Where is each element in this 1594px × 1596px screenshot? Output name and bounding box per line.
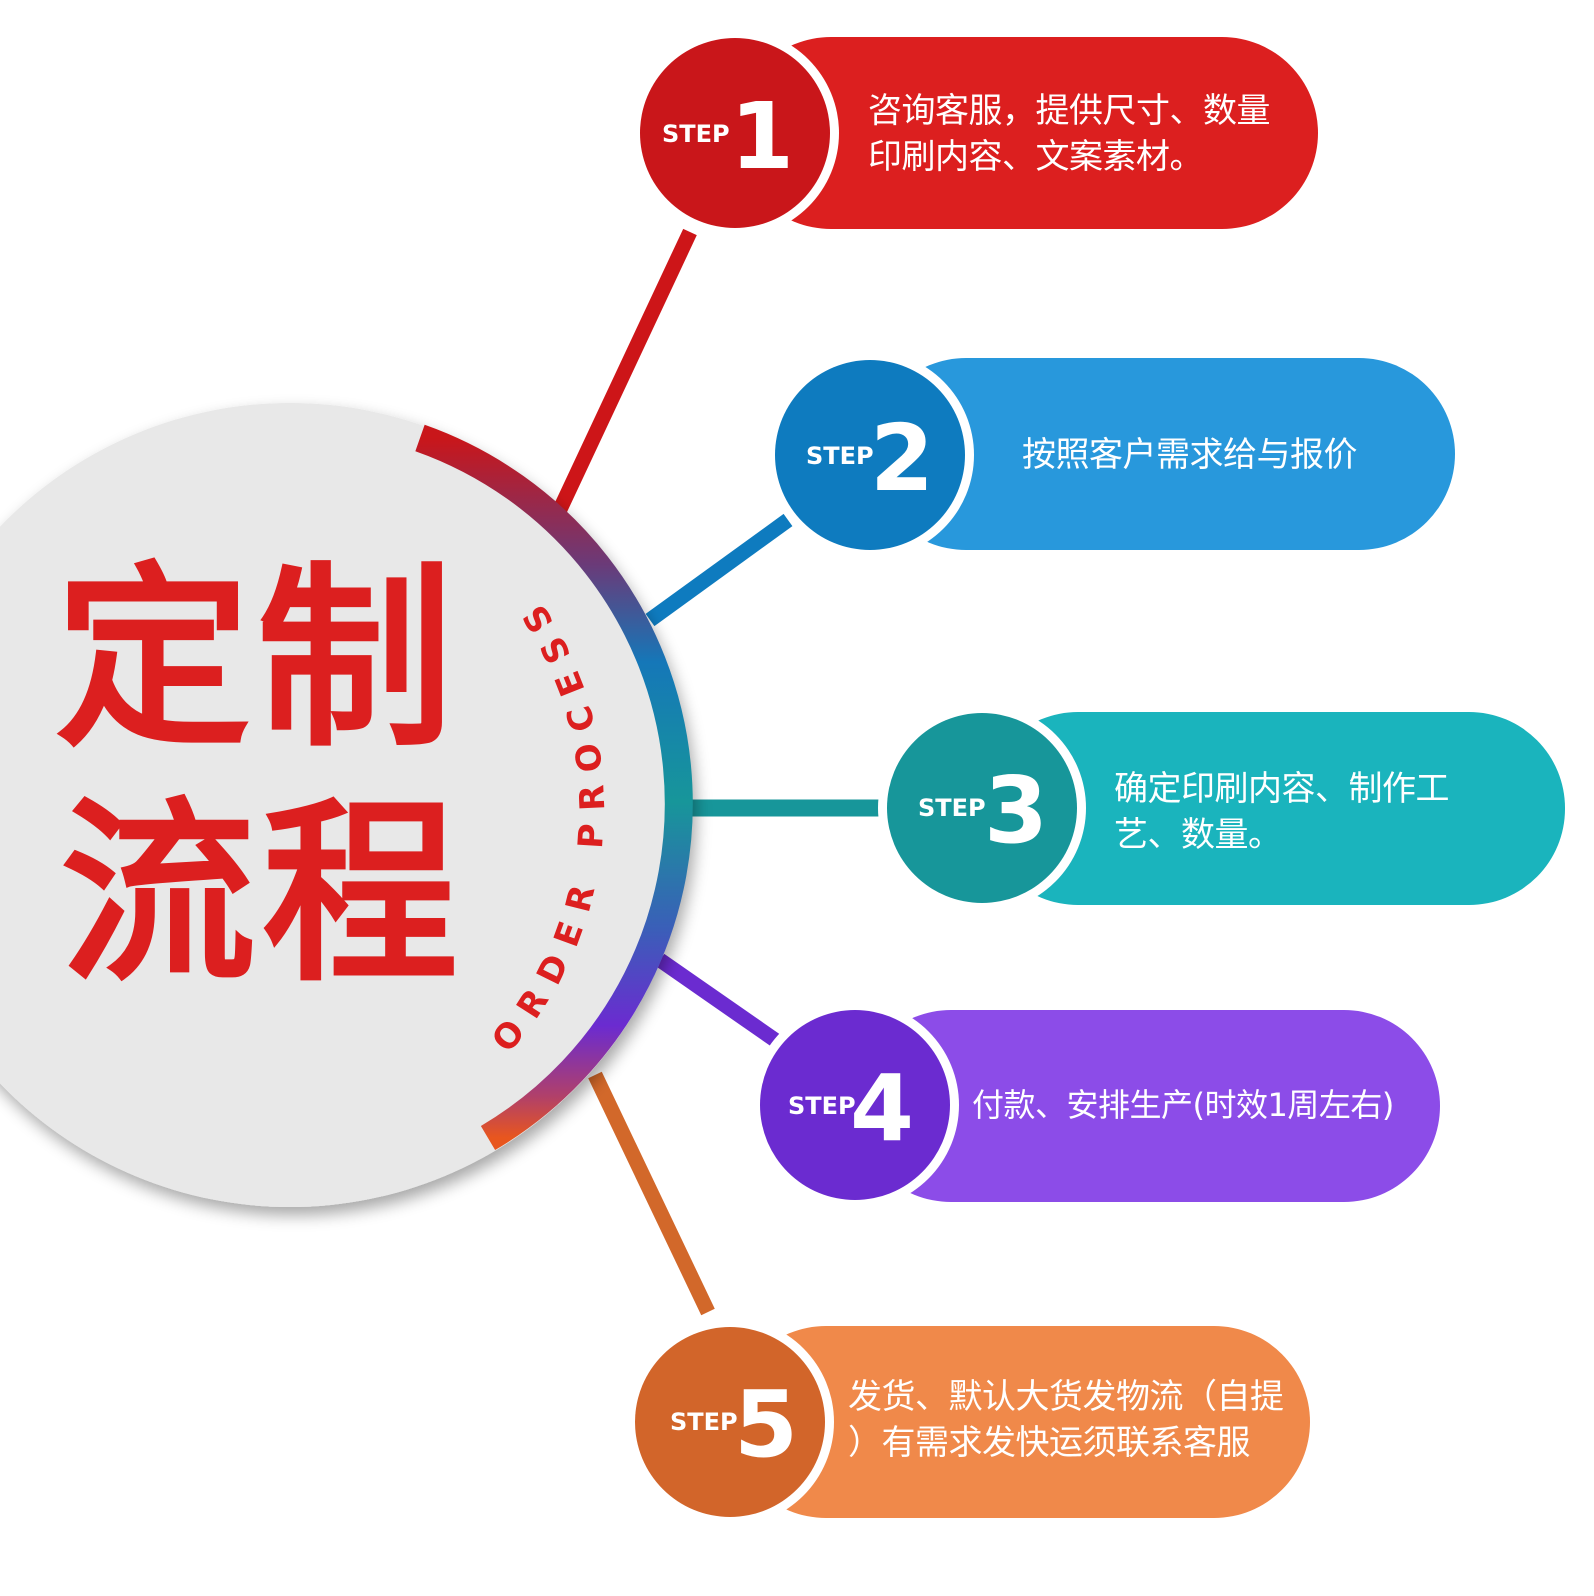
connector-step-5 — [588, 1071, 715, 1316]
step-4-badge — [760, 1010, 950, 1200]
step-1-desc-line-2: 印刷内容、文案素材。 — [868, 137, 1204, 177]
step-5-badge — [635, 1327, 825, 1517]
step-3-badge — [887, 713, 1077, 903]
step-2-number: 2 — [870, 405, 934, 512]
step-2-pill — [870, 358, 1455, 550]
step-1-number: 1 — [730, 83, 794, 190]
connector-step-2 — [645, 513, 793, 627]
step-1-badge — [640, 38, 830, 228]
connector-step-4 — [655, 953, 780, 1047]
hub-gradient-ring — [415, 424, 693, 1151]
step-5-desc-line-1: 发货、默认大货发物流（自提 — [848, 1377, 1284, 1417]
step-2 — [766, 351, 1455, 559]
step-5-desc-line-2: ）有需求发快运须联系客服 — [848, 1423, 1251, 1463]
step-3-label: STEP — [918, 794, 986, 822]
step-4-number: 4 — [850, 1055, 914, 1162]
step-2-label: STEP — [806, 442, 874, 470]
step-4-pill — [855, 1010, 1440, 1202]
step-1-label: STEP — [662, 120, 730, 148]
step-4-label: STEP — [788, 1092, 856, 1120]
step-1-desc-line-1: 咨询客服，提供尺寸、数量 — [868, 91, 1271, 131]
step-3-pill — [982, 712, 1565, 905]
page-title-line-2: 流程 — [60, 781, 465, 1009]
step-4 — [751, 1001, 1440, 1209]
step-1 — [631, 29, 1318, 237]
step-2-badge — [775, 360, 965, 550]
step-3-desc-line-2: 艺、数量。 — [1114, 815, 1282, 855]
step-3-desc-line-1: 确定印刷内容、制作工 — [1114, 769, 1450, 809]
page-title-line-1: 定制 — [55, 546, 460, 774]
step-3-number: 3 — [984, 757, 1048, 864]
step-2-desc: 按照客户需求给与报价 — [1022, 435, 1358, 475]
connector-step-1 — [548, 228, 697, 524]
step-1-pill — [735, 37, 1318, 229]
step-5 — [626, 1318, 1310, 1526]
step-5-label: STEP — [670, 1408, 738, 1436]
hub-circle — [0, 403, 692, 1207]
step-4-desc: 付款、安排生产(时效1周左右) — [972, 1086, 1394, 1124]
step-5-pill — [730, 1326, 1310, 1518]
step-5-number: 5 — [734, 1371, 798, 1478]
step-3 — [878, 704, 1565, 912]
